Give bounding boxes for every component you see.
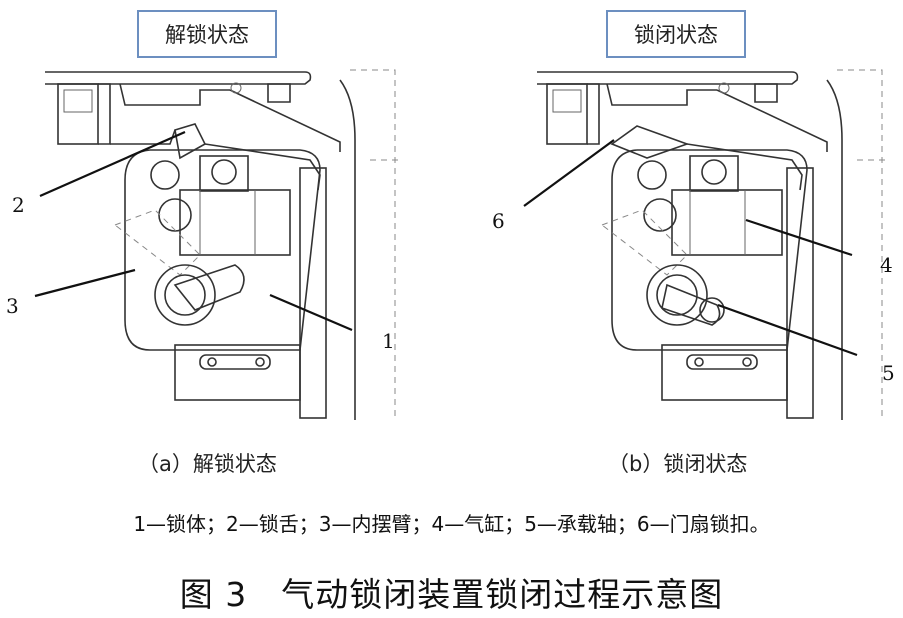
inner-swing-arm	[113, 209, 245, 326]
unlocked-mechanism-drawing: 2 3 1	[6, 69, 400, 420]
figure-title: 图 3 气动锁闭装置锁闭过程示意图	[179, 575, 724, 614]
leader-line-6	[523, 139, 615, 207]
door-leaf-latch	[610, 125, 803, 191]
callout-4: 4	[880, 253, 893, 277]
callout-5: 5	[882, 361, 895, 385]
cylinder	[179, 155, 291, 256]
door-frame-rail	[537, 71, 828, 152]
bearing-shaft	[699, 297, 725, 323]
pivot-screw-lower	[158, 198, 192, 232]
pivot-screw-upper	[637, 160, 667, 190]
state-label-locked: 锁闭状态	[606, 10, 746, 58]
pivot-screw-upper	[150, 160, 180, 190]
callout-1: 1	[382, 329, 395, 353]
inner-swing-arm	[600, 209, 721, 326]
caption-locked: （b）锁闭状态	[608, 452, 748, 476]
leader-line-1	[269, 293, 353, 332]
callout-2: 2	[12, 193, 25, 217]
door-frame-rail	[45, 71, 341, 152]
parts-legend: 1—锁体；2—锁舌；3—内摆臂；4—气缸；5—承载轴；6—门扇锁扣。	[133, 512, 770, 536]
leader-line-3	[34, 268, 136, 298]
caption-unlocked: （a）解锁状态	[138, 452, 277, 476]
leader-line-4	[745, 218, 853, 257]
callout-3: 3	[6, 294, 19, 318]
state-label-unlocked: 解锁状态	[137, 10, 277, 58]
cylinder	[671, 155, 783, 256]
pivot-screw-lower	[643, 198, 677, 232]
callout-6: 6	[492, 209, 505, 233]
leader-line-5	[717, 303, 858, 357]
locked-mechanism-drawing: 6 4 5	[492, 69, 895, 420]
lock-body	[611, 149, 814, 419]
lock-body	[124, 149, 327, 419]
leader-line-2	[39, 130, 186, 198]
